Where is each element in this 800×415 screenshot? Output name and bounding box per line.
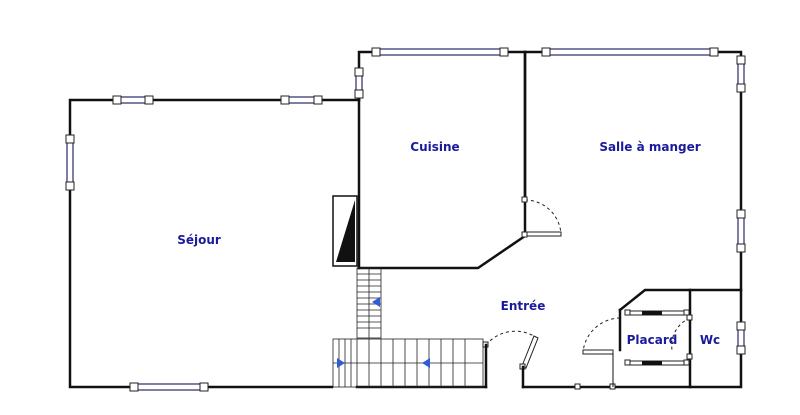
upper-outer-wall: [357, 50, 743, 389]
room-label-wc: Wc: [700, 333, 720, 347]
stair-arrow-up: [372, 297, 380, 307]
window-cuisine-top: [371, 47, 509, 57]
room-label-cuisine: Cuisine: [410, 140, 459, 154]
room-label-salle-a-manger: Salle à manger: [599, 140, 700, 154]
placard-top-wall: [618, 288, 743, 312]
windows: [65, 47, 746, 392]
door-wc: [671, 314, 693, 360]
window-salle-right-bottom: [736, 209, 746, 253]
door-placard-left: [574, 317, 621, 390]
room-label-sejour: Séjour: [177, 233, 221, 247]
stair-arrow-bottom: [337, 358, 345, 368]
staircase: [332, 267, 484, 388]
room-label-entree: Entrée: [501, 299, 546, 313]
door-cuisine-salle: [521, 196, 562, 238]
doors: [482, 196, 693, 390]
door-placard-bottom: [624, 359, 690, 366]
window-salle-top: [541, 47, 719, 57]
stair-arrow-left: [422, 358, 430, 368]
window-cuisine-left: [354, 67, 364, 99]
window-sejour-left: [65, 134, 75, 191]
door-placard-top: [624, 309, 690, 316]
chimney: [332, 195, 358, 267]
room-label-placard: Placard: [627, 333, 678, 347]
window-salle-right-top: [736, 55, 746, 93]
window-sejour-top-right: [280, 95, 323, 105]
window-sejour-top-left: [112, 95, 154, 105]
cuisine-bottom-wall: [357, 50, 527, 270]
window-sejour-bottom: [129, 382, 209, 392]
door-entree: [482, 330, 539, 389]
window-wc: [736, 321, 746, 355]
